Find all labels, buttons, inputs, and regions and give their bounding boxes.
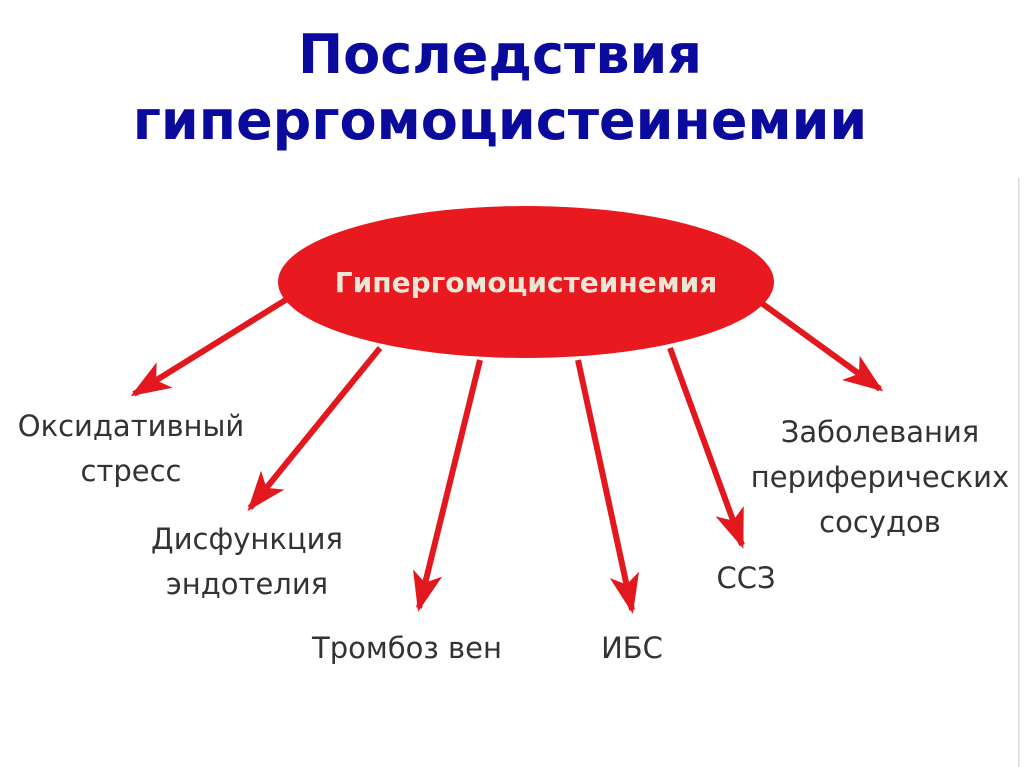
outcome-oxidative-stress: Оксидативный стресс [14, 404, 248, 494]
outcome-ihd: ИБС [588, 626, 676, 671]
title-line-2: гипергомоцистеинемии [132, 89, 868, 152]
outcome-label-line: сосудов [819, 505, 941, 539]
center-node: Гипергомоцистеинемия [278, 206, 774, 358]
outcome-label-line: Заболевания [780, 415, 980, 449]
outcome-label-line: Оксидативный [17, 409, 245, 443]
outcome-label-line: Тромбоз вен [312, 631, 502, 665]
arrow-to-ihd [575, 359, 640, 614]
outcome-label-line: ИБС [601, 631, 663, 665]
center-ellipse [278, 206, 774, 358]
arrow-to-endothelial-dysfunction [247, 346, 383, 512]
page-title: Последствия гипергомоцистеинемии [0, 22, 1000, 154]
outcome-peripheral-vascular-disease: Заболевания периферических сосудов [750, 410, 1010, 545]
outcome-label-line: эндотелия [165, 567, 329, 601]
outcome-label-line: стресс [80, 454, 182, 488]
outcome-endothelial-dysfunction: Дисфункция эндотелия [150, 517, 344, 607]
outcome-label-line: периферических [750, 460, 1010, 494]
center-label: Гипергомоцистеинемия [335, 266, 717, 299]
arrow-to-vein-thrombosis [413, 359, 483, 612]
outcome-cvd: ССЗ [702, 556, 790, 601]
outcome-vein-thrombosis: Тромбоз вен [306, 626, 508, 671]
arrow-to-cvd [667, 346, 745, 549]
outcome-label-line: ССЗ [716, 561, 776, 595]
outcome-label-line: Дисфункция [151, 522, 343, 556]
slide-edge-divider [1018, 178, 1020, 767]
arrow-to-oxidative-stress [130, 293, 294, 397]
title-line-1: Последствия [297, 23, 703, 86]
arrow-to-peripheral-vascular-disease [758, 299, 884, 392]
